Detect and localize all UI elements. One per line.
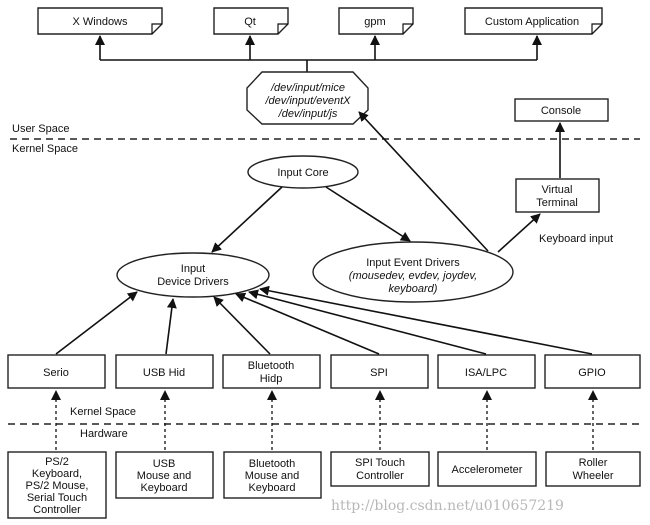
hw-ps2-label-line4: Serial Touch [27,492,87,504]
arrow-bluetooth-to-device-drivers [213,296,271,355]
dev-input-nodes: /dev/input/mice /dev/input/eventX /dev/i… [246,71,369,125]
bus-bluetooth-hidp-label-line1: Bluetooth [248,360,294,372]
input-device-drivers-label-line1: Input [181,263,205,275]
bus-isa-lpc-label: ISA/LPC [465,367,507,379]
console-box: Console [514,98,609,122]
virtual-terminal-label-line1: Virtual [542,184,573,196]
input-core-label: Input Core [277,167,328,179]
arrow-spi-to-device-drivers [235,292,380,355]
hw-bluetooth-label-line1: Bluetooth [249,458,295,470]
bus-gpio-label: GPIO [578,367,606,379]
input-event-drivers-label-line2: (mousedev, evdev, joydev, [349,270,477,282]
arrow-gpio-to-device-drivers [259,285,593,355]
hw-bluetooth-label-line3: Keyboard [248,482,295,494]
bus-gpio: GPIO [544,354,641,389]
keyboard-input-label: Keyboard input [539,233,613,245]
input-event-drivers-label-line1: Input Event Drivers [366,257,460,269]
input-event-drivers-label-line3: keyboard) [389,283,438,295]
hw-roller-wheeler-label-line1: Roller [579,457,608,469]
input-core: Input Core [247,155,359,189]
arrow-core-to-device-drivers [211,186,283,253]
app-qt-label: Qt [244,16,256,28]
arrow-isa-lpc-to-device-drivers [248,289,487,355]
bus-to-device-driver-arrows [55,285,593,355]
hw-bluetooth-label-line2: Mouse and [245,470,299,482]
kernel-hardware-boundary: Kernel Space Hardware [8,406,640,440]
dev-to-apps-connectors [95,35,542,72]
app-x-windows: X Windows [37,7,163,35]
bus-serio-label: Serio [43,367,69,379]
input-event-drivers: Input Event Drivers (mousedev, evdev, jo… [312,241,514,303]
bus-bluetooth-hidp-label-line2: Hidp [260,373,283,385]
hw-ps2-label-line1: PS/2 [45,456,69,468]
hw-ps2: PS/2 Keyboard, PS/2 Mouse, Serial Touch … [7,451,107,519]
hw-spi-touch-label-line1: SPI Touch [355,457,405,469]
arrow-usb-hid-to-device-drivers [165,298,177,355]
bus-usb-hid-label: USB Hid [143,367,185,379]
arrow-core-to-event-drivers [325,186,411,242]
kernel-space-bottom-label: Kernel Space [70,406,136,418]
arrow-serio-to-device-drivers [55,291,138,355]
user-space-label: User Space [12,123,69,135]
hw-bluetooth: Bluetooth Mouse and Keyboard [223,451,322,499]
bus-spi-label: SPI [370,367,388,379]
console-label: Console [541,105,581,117]
virtual-terminal-box: Virtual Terminal [515,178,600,213]
core-arrows [211,111,565,253]
hw-accelerometer-label: Accelerometer [452,464,523,476]
watermark-url: http://blog.csdn.net/u010657219 [331,498,564,514]
app-gpm-label: gpm [364,16,385,28]
hw-spi-touch: SPI Touch Controller [330,451,430,487]
bus-bluetooth-hidp: Bluetooth Hidp [222,354,321,389]
app-gpm: gpm [338,7,414,35]
bus-serio: Serio [7,354,106,389]
input-device-drivers: Input Device Drivers [116,252,270,298]
app-x-windows-label: X Windows [72,16,128,28]
hw-ps2-label-line5: Controller [33,504,81,516]
arrow-event-drivers-to-virtual-terminal [497,213,541,253]
dev-input-js-label: /dev/input/js [278,108,338,120]
hw-usb-label-line1: USB [153,458,176,470]
user-kernel-boundary: User Space Kernel Space [10,123,640,155]
arrow-event-drivers-to-dev-nodes [358,111,489,252]
hw-usb-label-line2: Mouse and [137,470,191,482]
hardware-label: Hardware [80,428,128,440]
hw-usb: USB Mouse and Keyboard [115,451,214,499]
virtual-terminal-label-line2: Terminal [536,197,578,209]
app-qt: Qt [213,7,289,35]
hw-ps2-label-line3: PS/2 Mouse, [26,480,89,492]
kernel-space-top-label: Kernel Space [12,143,78,155]
dev-input-eventx-label: /dev/input/eventX [264,95,351,107]
hardware-to-bus-arrows [51,390,598,450]
dev-input-mice-label: /dev/input/mice [270,82,345,94]
hw-usb-label-line3: Keyboard [140,482,187,494]
bus-isa-lpc: ISA/LPC [437,354,536,389]
hw-spi-touch-label-line2: Controller [356,470,404,482]
hw-roller-wheeler-label-line2: Wheeler [573,470,614,482]
hw-ps2-label-line2: Keyboard, [32,468,82,480]
app-custom-application-label: Custom Application [485,16,579,28]
hw-accelerometer: Accelerometer [437,451,537,487]
input-device-drivers-label-line2: Device Drivers [157,276,229,288]
bus-spi: SPI [330,354,429,389]
app-custom-application: Custom Application [464,7,603,35]
bus-usb-hid: USB Hid [115,354,214,389]
hw-roller-wheeler: Roller Wheeler [545,451,641,487]
